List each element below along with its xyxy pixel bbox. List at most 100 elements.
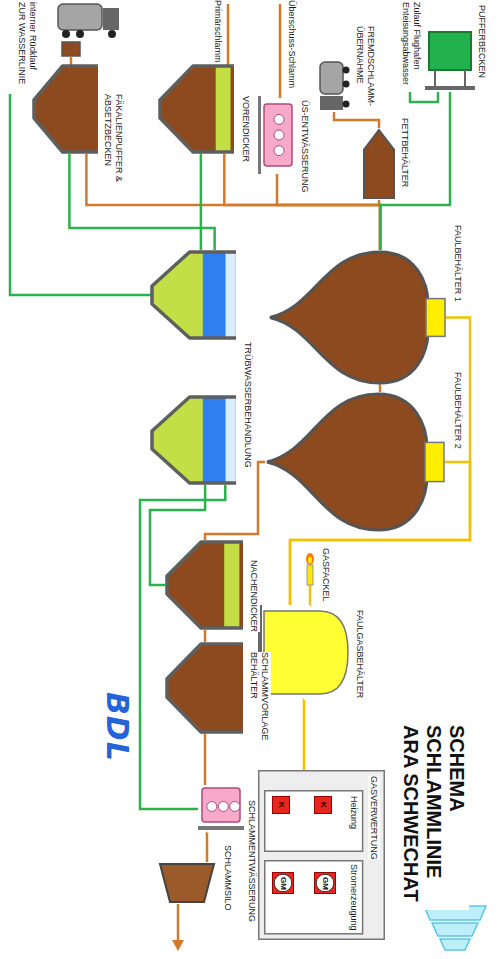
- pipe-line: [303, 700, 306, 770]
- unit-shape: [165, 540, 245, 630]
- flow-label: interner Rücklauf ZUR WASSERLINIE: [16, 2, 39, 90]
- plant-unit: FREMDSCHLAMM-ÜBERNAHME: [318, 60, 350, 112]
- truck-wheel: [62, 30, 70, 38]
- discharge-line: [177, 904, 180, 942]
- flow-label: Primärschlamm: [212, 0, 224, 63]
- unit-shape: [150, 250, 256, 485]
- node-label: SCHLAMMVORLAGE BEHÄLTER: [248, 652, 271, 742]
- node-label: GM: [278, 877, 287, 890]
- truck-wheel: [343, 67, 350, 74]
- gas-holder: [264, 611, 348, 694]
- liquid-layer: [226, 395, 236, 485]
- pipe-line: [204, 630, 207, 642]
- plant-unit: Heizung K K: [264, 790, 363, 852]
- pipe-line: [86, 154, 380, 250]
- logo-funnel: [424, 906, 486, 950]
- plant-unit: SCHLAMMVORLAGE BEHÄLTER: [165, 642, 245, 734]
- discharge-arrow: [172, 940, 184, 951]
- press-body: [202, 788, 240, 822]
- digester-neck: [426, 299, 445, 337]
- engine-circle: [274, 874, 292, 892]
- flare-flame: [306, 553, 314, 565]
- plant-unit: FAULBEHÄLTER 1: [268, 250, 446, 385]
- press-roller: [230, 802, 240, 812]
- flow-label: BDL: [98, 692, 135, 762]
- inflow-line: [410, 92, 438, 102]
- machine-roller: [274, 114, 284, 124]
- node-label: FAULBEHÄLTER 1: [452, 225, 464, 302]
- tank-wall: [152, 397, 236, 483]
- liquid-layer: [203, 395, 226, 485]
- pipe-line: [200, 154, 203, 250]
- plant-unit: FETTBEHÄLTER: [362, 128, 396, 200]
- plant-unit: FAULBEHÄLTER 2: [265, 392, 445, 532]
- plant-unit: GASFACKEL: [304, 552, 316, 585]
- node-label: FAULGASBEHÄLTER: [354, 610, 366, 698]
- unit-shape: [32, 64, 100, 154]
- basin-leg: [434, 70, 436, 86]
- truck-tank: [320, 62, 343, 94]
- unit-shape: [268, 250, 446, 385]
- basin-leg: [464, 70, 466, 86]
- truck-tank: [58, 4, 102, 30]
- node-label: ÜS-ENTWÄSSERUNG: [299, 100, 311, 193]
- pipe-line: [334, 112, 379, 128]
- plant-unit: SCHLAMMENTWÄSSERUNG: [198, 785, 244, 833]
- digester-neck: [425, 442, 444, 481]
- unit-shape: [318, 60, 350, 112]
- truck-wheel: [343, 81, 350, 88]
- tank-wall: [167, 542, 243, 628]
- unit-shape: [265, 392, 445, 532]
- flow-label: Überschuss-Schlamm: [286, 0, 298, 88]
- plant-unit: SCHLAMMSILO: [158, 862, 216, 904]
- digester-body: [270, 252, 428, 383]
- boiler-box: [273, 797, 290, 814]
- engine-circle: [316, 874, 334, 892]
- plant-unit: GM: [272, 872, 294, 894]
- pipe-line: [206, 833, 209, 862]
- node-label: GASFACKEL: [320, 548, 332, 602]
- node-label: PUFFERBECKEN: [476, 5, 488, 78]
- node-label: Stromerzeugung: [348, 864, 360, 931]
- basin-plate: [425, 86, 475, 90]
- plant-unit: GASVERWERTUNGHeizungKKStromerzeugungGMGM: [258, 770, 385, 940]
- liquid-layer: [203, 250, 226, 340]
- unit-shape: [258, 605, 350, 700]
- node-label: FREMDSCHLAMM-ÜBERNAHME: [354, 26, 377, 110]
- node-label: SCHLAMMSILO: [222, 845, 234, 911]
- press-roller: [207, 802, 217, 812]
- plant-unit: K: [314, 796, 332, 814]
- panel-frame: [259, 771, 385, 940]
- tank-body: [34, 66, 98, 152]
- primary-sludge-line: [227, 4, 230, 66]
- plant-unit: PUFFERBECKEN: [425, 30, 475, 92]
- tank-wall: [34, 66, 98, 152]
- node-label: SCHLAMMENTWÄSSERUNG: [246, 800, 258, 922]
- unit-shape: [362, 128, 396, 200]
- funnel-band: [440, 939, 470, 950]
- node-label: FÄKALIENPUFFER & ABSETZBECKEN: [102, 94, 125, 189]
- tank-wall: [167, 644, 243, 732]
- plant-unit: VORENDICKER: [158, 64, 236, 154]
- holder-base: [258, 605, 262, 700]
- machine-base: [258, 96, 261, 174]
- machine-body: [264, 104, 292, 166]
- grease-silo: [364, 130, 394, 198]
- unit-frame: [265, 791, 363, 852]
- node-label: K: [276, 802, 285, 808]
- sludge-silo: [160, 864, 214, 902]
- plant-unit: FAULGASBEHÄLTER: [258, 605, 350, 700]
- fecal-truck: [58, 4, 119, 66]
- node-label: FETTBEHÄLTER: [399, 118, 411, 187]
- plant-unit: FÄKALIENPUFFER & ABSETZBECKEN: [32, 64, 100, 154]
- node-label: Heizung: [348, 796, 360, 829]
- plant-unit: GM: [314, 872, 336, 894]
- tank-wall: [160, 66, 234, 152]
- truck-cab: [320, 96, 343, 110]
- digester-body: [267, 394, 427, 530]
- unit-frame: [265, 861, 363, 934]
- plant-unit: ÜS-ENTWÄSSERUNG: [258, 96, 296, 174]
- pipe-line: [309, 585, 312, 605]
- excess-sludge-line: [279, 4, 282, 98]
